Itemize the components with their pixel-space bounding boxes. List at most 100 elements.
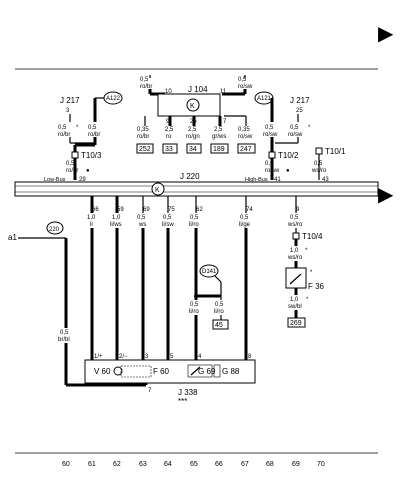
w-25-grws-size: 2,5 [214, 127, 223, 133]
w-t102-size: 0,5 [265, 161, 274, 167]
ref-269: 269 [290, 320, 302, 327]
ref-34-box [186, 143, 202, 154]
column-70: 70 [317, 461, 325, 468]
v60-motor-icon [113, 366, 123, 376]
bus-pin-59: 59 [117, 207, 124, 213]
ref-189: 189 [213, 146, 225, 153]
d141-node [199, 264, 219, 278]
g69-sensor [187, 364, 213, 378]
node-220 [46, 221, 64, 235]
j338-label: J 338 [178, 388, 198, 397]
w-c60-color: br/bl [58, 337, 70, 343]
w-t102-dot: ● [286, 168, 290, 174]
column-68: 68 [266, 461, 274, 468]
w-25-grws-color: gr/ws [212, 134, 226, 140]
ref-34: 34 [189, 146, 197, 153]
bus-pin-66: 66 [92, 207, 99, 213]
t10-3-label: T10/3 [81, 151, 102, 160]
j220-label: J 220 [180, 172, 200, 181]
j217-left-label: J 217 [60, 96, 80, 105]
a1-label: a1 [8, 233, 17, 242]
w-c69-top-color: ws/ro [287, 222, 303, 228]
low-bus-label: Low-Bus [44, 177, 66, 183]
bus-pin-43: 43 [322, 177, 329, 183]
w-a122-left-size: 0,5 [58, 125, 67, 131]
w-c69-mid-star: * [305, 248, 308, 254]
w-c69-mid-size: 1,0 [290, 248, 299, 254]
j220-can-symbol: K [155, 187, 160, 194]
f60-label: F 60 [153, 367, 170, 376]
w-c69-low-size: 1,0 [290, 297, 299, 303]
g69-label: G 69 [198, 367, 216, 376]
j338-stars: *** [178, 397, 187, 406]
bus-pin-41: 41 [274, 177, 281, 183]
g88-label: G 88 [222, 367, 240, 376]
w-c63-color: ws [138, 222, 146, 228]
t10-1-connector [315, 147, 323, 155]
w-25-rogn-color: ro/gn [186, 134, 200, 140]
w-c64-size: 0,5 [163, 215, 172, 221]
w-c61-size: 1,0 [87, 215, 96, 221]
j338-pin-8: 8 [248, 354, 252, 360]
w-c62-size: 1,0 [112, 215, 121, 221]
bus-pin-29: 29 [79, 177, 86, 183]
g88-sensor [213, 364, 221, 378]
w-top-right-color: ro/sw [238, 84, 253, 90]
ref-269-box [287, 317, 306, 328]
t10-4-label: T10/4 [302, 232, 323, 241]
w-a121-right-size: 0,5 [290, 125, 299, 131]
column-60: 60 [62, 461, 70, 468]
j220-bus [14, 181, 379, 197]
w-d141-right-size: 0,5 [215, 302, 224, 308]
j338-pin-1: 1/+ [94, 354, 103, 360]
w-a121-right-color: ro/sw [288, 132, 303, 138]
w-d141-left-color: li/ro [189, 309, 199, 315]
column-63: 63 [139, 461, 147, 468]
w-a122-right-size: 0,5 [88, 125, 97, 131]
j217-right-label: J 217 [290, 96, 310, 105]
column-62: 62 [113, 461, 121, 468]
j104-can-icon [186, 98, 200, 112]
w-c69-top-size: 0,5 [290, 215, 299, 221]
column-65: 65 [190, 461, 198, 468]
w-t103-dot: ● [86, 168, 90, 174]
w-25-rogn-size: 2,5 [188, 127, 197, 133]
j220-can-icon [151, 182, 165, 196]
w-c63-size: 0,5 [137, 215, 146, 221]
w-top-left-size: 0,5 [140, 77, 149, 83]
j338-pin-3: 3 [145, 354, 149, 360]
a122-label: A122 [106, 96, 121, 102]
ref-189-box [210, 143, 229, 154]
w-035-rosw-color: ro/sw [238, 134, 253, 140]
ref-33: 33 [165, 146, 173, 153]
w-c61-color: li [90, 222, 93, 228]
j104-can-symbol: K [190, 103, 195, 110]
column-67: 67 [241, 461, 249, 468]
w-d141-right-color: li/ro [214, 309, 224, 315]
f36-star: * [310, 270, 313, 276]
w-25-ro-color: ro [166, 134, 172, 140]
d141-stub [214, 275, 222, 283]
j338-pin-2: 2/− [119, 354, 128, 360]
t10-3-connector [71, 151, 79, 159]
ref-252-box [136, 143, 154, 154]
w-035-robr-size: 0,35 [137, 127, 149, 133]
w-c65-size: 0,5 [190, 215, 199, 221]
j104-pin-9: 9 [166, 119, 170, 125]
w-035-rosw-size: 0,35 [238, 127, 250, 133]
w-d141-left-size: 0,5 [190, 302, 199, 308]
w-t103-size: 0,5 [66, 161, 75, 167]
w-a122-left-star: * [76, 125, 79, 131]
d141-label: D141 [202, 269, 217, 275]
w-c69-low-color: sw/bl [288, 304, 302, 310]
w-a121-left-color: ro/sw [263, 132, 278, 138]
w-c67-size: 0,5 [240, 215, 249, 221]
ref-33-box [162, 143, 178, 154]
ref-45: 45 [215, 322, 223, 329]
bus-pin-9: 9 [296, 207, 300, 213]
w-top-right-size: 0,5 [238, 77, 247, 83]
column-69: 69 [292, 461, 300, 468]
w-a121-right-star: * [308, 125, 311, 131]
